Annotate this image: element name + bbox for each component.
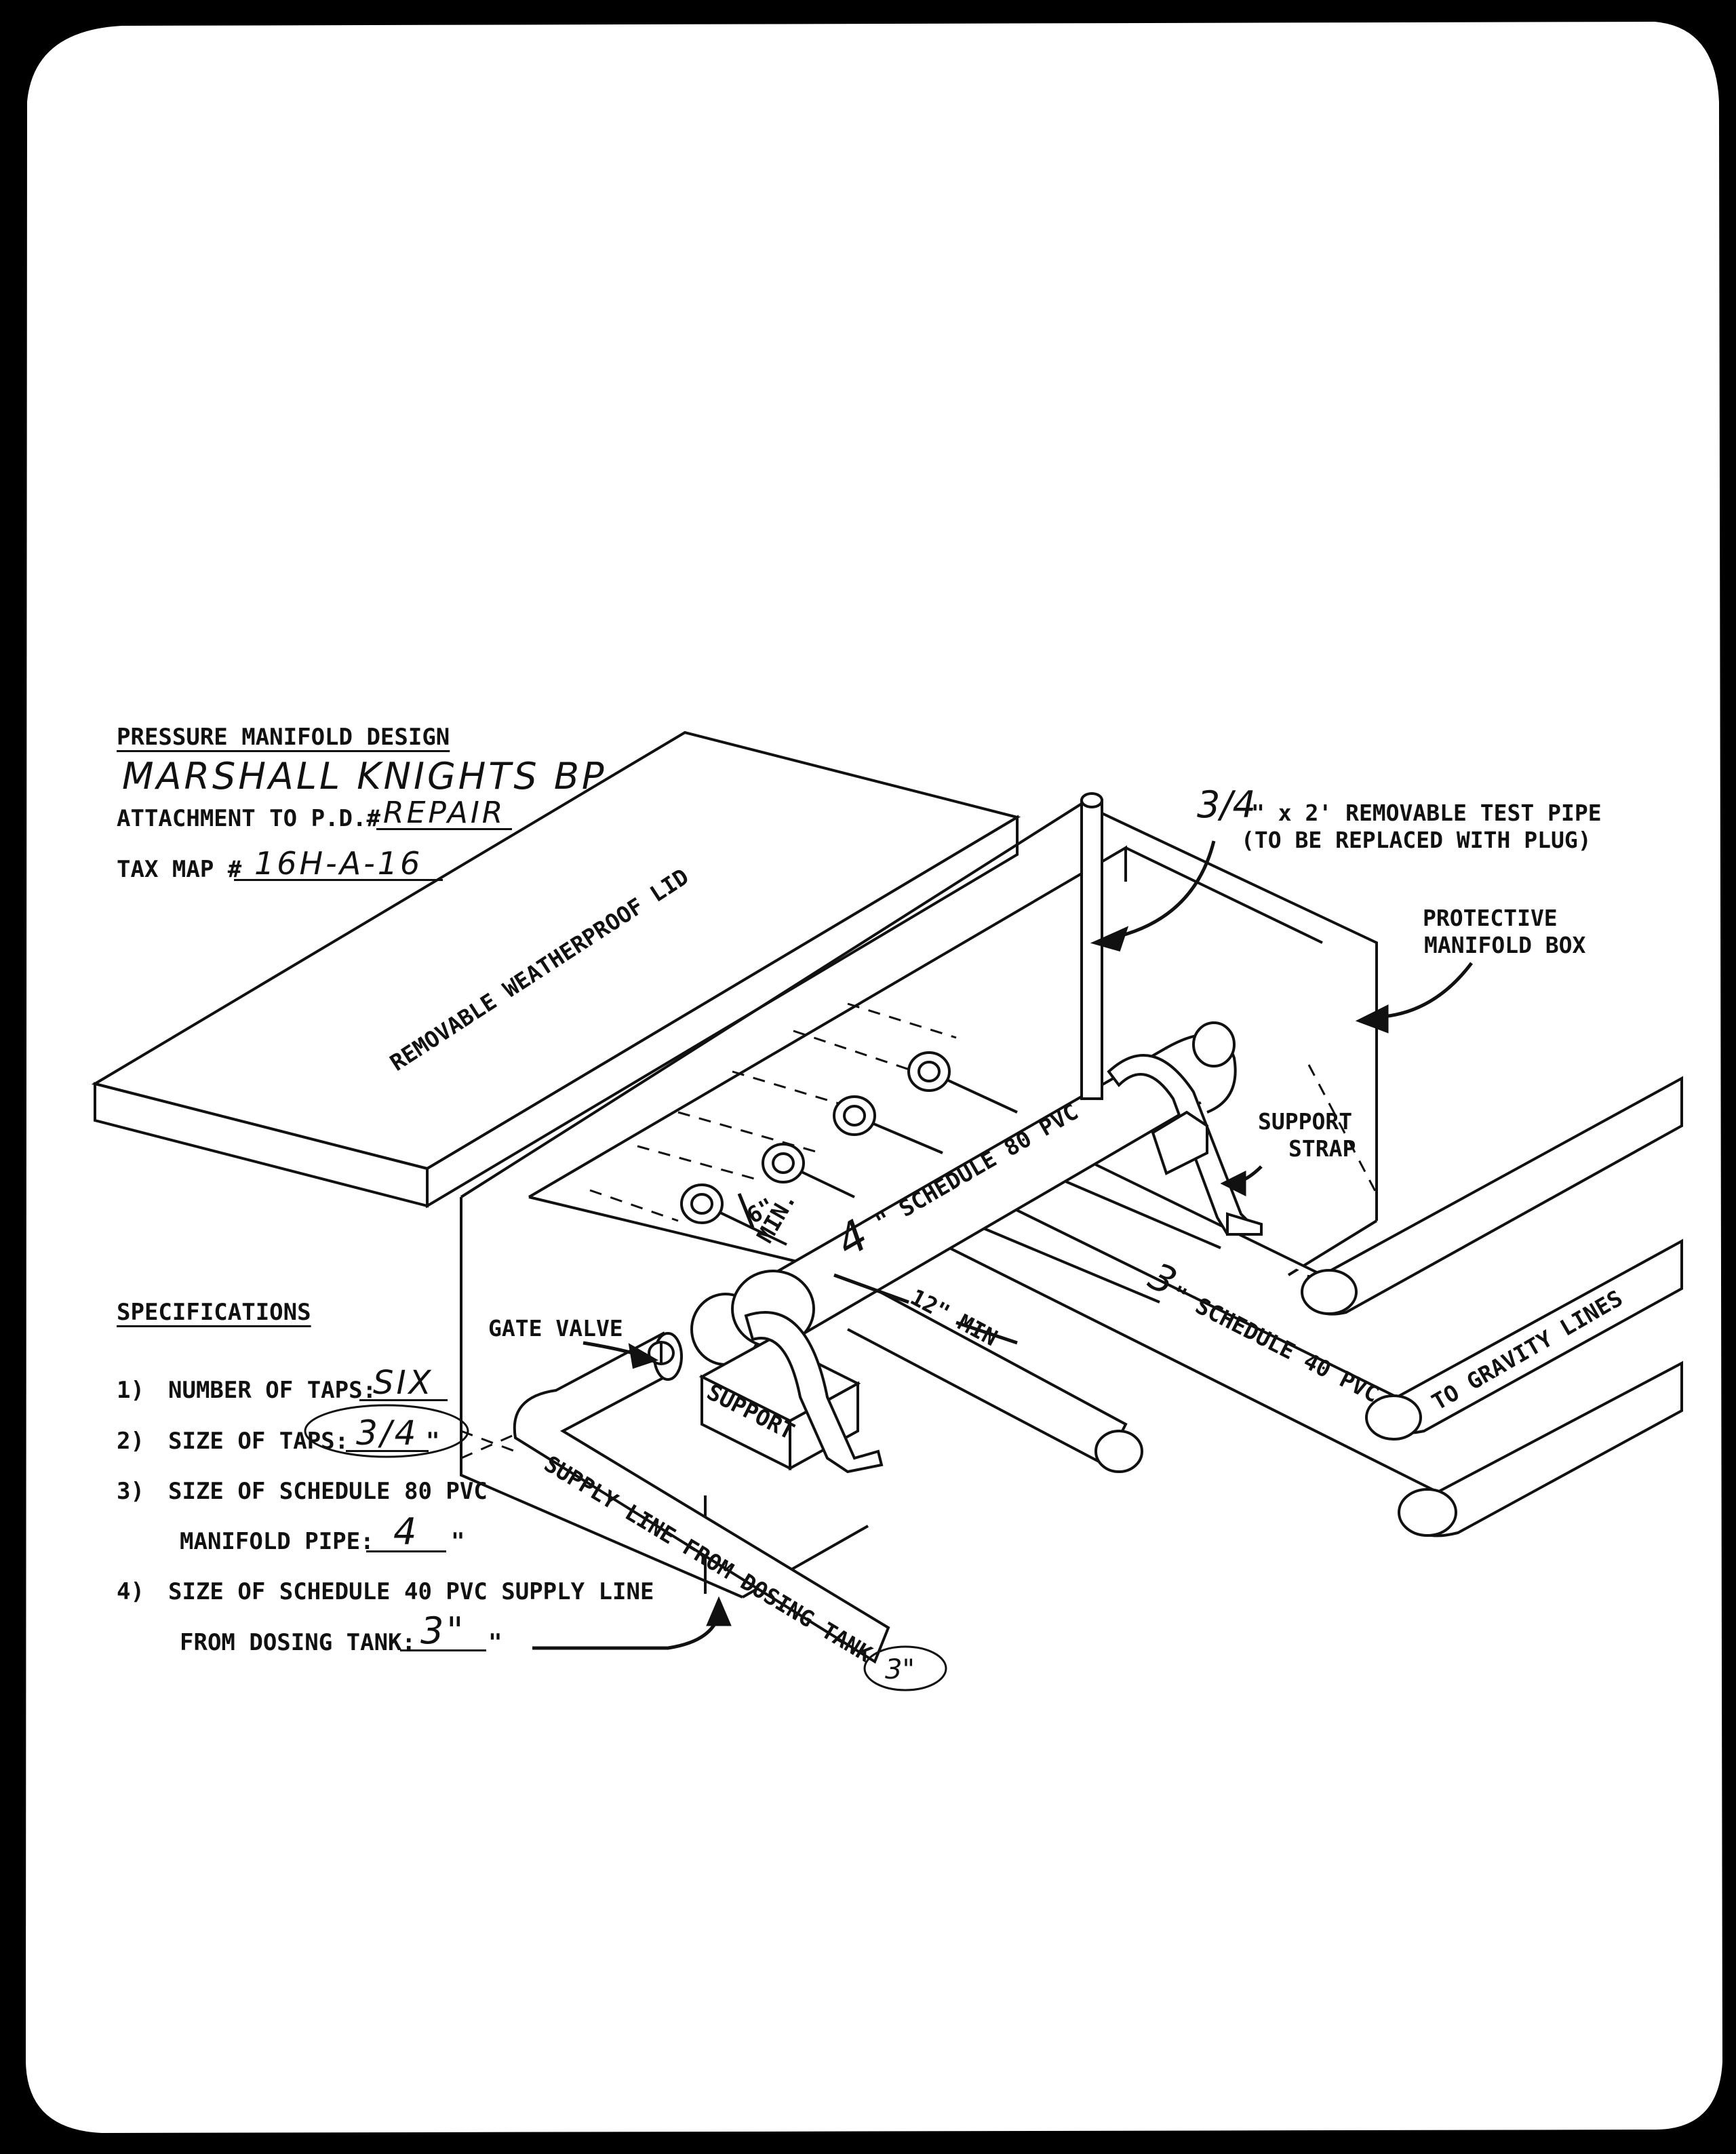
spec-suffix: " <box>426 1428 440 1455</box>
support-strap <box>1107 1054 1263 1236</box>
support-block <box>698 1311 884 1474</box>
paper-sheet <box>26 22 1722 2133</box>
spec-num: 3) <box>117 1478 144 1505</box>
box-label-1: PROTECTIVE <box>1423 905 1558 931</box>
weatherproof-lid <box>91 730 1021 1209</box>
gate-valve-label: GATE VALVE <box>488 1315 623 1342</box>
test-pipe-size: 3/4 <box>1197 783 1256 826</box>
taps <box>680 1051 1018 1246</box>
strap-label-1: SUPPORT <box>1258 1108 1352 1135</box>
spec-value: 4 <box>366 1514 447 1552</box>
test-pipe <box>1080 792 1103 1100</box>
spec-value: SIX <box>359 1367 448 1401</box>
spec-suffix: " <box>488 1629 502 1656</box>
lateral-pipes <box>847 1076 1683 1538</box>
spec-label-2: MANIFOLD PIPE: <box>180 1528 374 1555</box>
test-pipe-label-2: (TO BE REPLACED WITH PLUG) <box>1241 827 1592 853</box>
page-title: PRESSURE MANIFOLD DESIGN <box>117 724 450 751</box>
gate-valve <box>648 1341 675 1365</box>
spec-label: SIZE OF TAPS: <box>168 1428 349 1455</box>
specs-heading: SPECIFICATIONS <box>117 1299 311 1326</box>
spec-num: 2) <box>117 1428 144 1455</box>
spec-value: 3" <box>400 1613 487 1651</box>
attachment-value: REPAIR <box>376 798 513 830</box>
taxmap-value: 16H-A-16 <box>234 848 443 881</box>
taxmap-label: TAX MAP # <box>117 856 242 883</box>
attachment-label: ATTACHMENT TO P.D.# <box>117 805 380 832</box>
test-pipe-label-1: " x 2' REMOVABLE TEST PIPE <box>1251 800 1602 826</box>
taps-size-circle <box>304 1404 469 1458</box>
leader-arrows <box>532 840 1473 1650</box>
supply-size-circle <box>863 1645 947 1691</box>
box-label-2: MANIFOLD BOX <box>1424 932 1586 958</box>
strap-label-2: STRAP <box>1288 1135 1356 1162</box>
spec-suffix: " <box>451 1528 465 1555</box>
spec-value: 3/4 <box>346 1416 429 1452</box>
spec-label: SIZE OF SCHEDULE 40 PVC SUPPLY LINE <box>168 1578 654 1605</box>
spec-label-2: FROM DOSING TANK: <box>180 1629 416 1656</box>
spec-label: SIZE OF SCHEDULE 80 PVC <box>168 1478 488 1505</box>
supply-size: 3" <box>885 1654 915 1685</box>
spec-num: 1) <box>117 1377 144 1404</box>
spec-num: 4) <box>117 1578 144 1605</box>
project-name: MARSHALL KNIGHTS BP <box>122 755 607 798</box>
spec-label: NUMBER OF TAPS: <box>168 1377 377 1404</box>
